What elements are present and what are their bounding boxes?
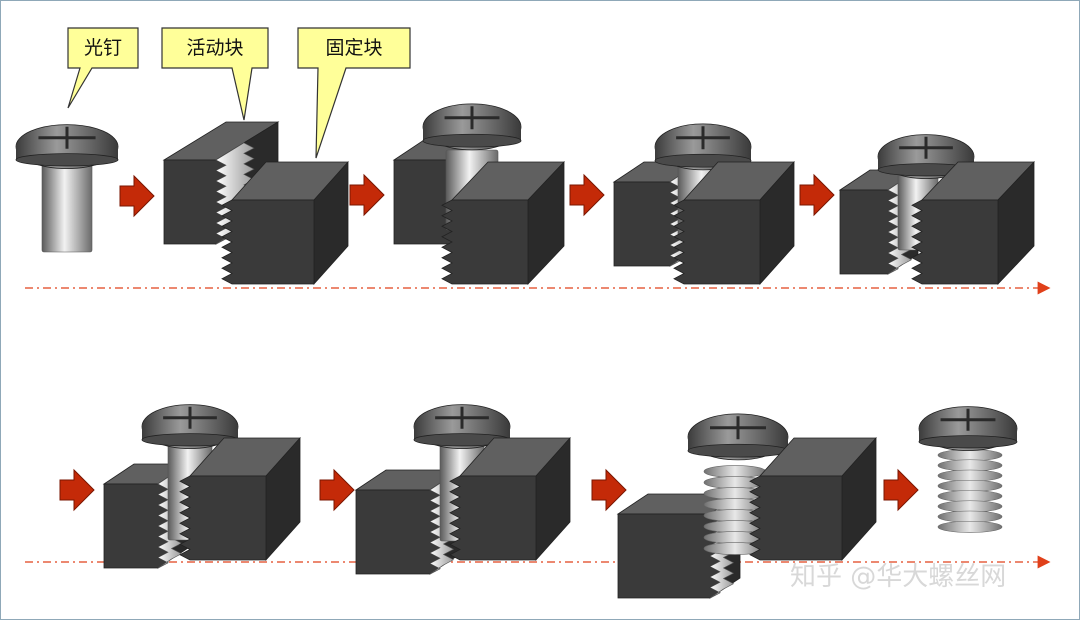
step8-threads-ring [703,465,767,478]
step3-screw-head [422,103,522,151]
step7-screw-head-cross-recess [435,406,489,429]
step8-screw-head-base [687,443,789,458]
step5-screw-head-cross-recess [899,136,953,159]
step1-shaft [41,159,93,253]
step7-moving-block-front [355,489,441,575]
arrow-5 [59,468,95,512]
step8-screw-head-cross-recess [710,416,766,440]
step5-fixed-block-front [911,199,999,285]
step3-screw-head-cross-recess [444,106,500,130]
step7-fixed-block-front [449,475,537,561]
step9-screw-head-cross-recess [940,408,996,431]
callout-screw-label: 光钉 [84,37,122,59]
step9-threads-ring [937,510,1003,523]
callout-moving-block-label: 活动块 [186,37,243,59]
arrow-7 [591,468,627,512]
arrow-4 [799,173,835,217]
step3-fixed-block-front [441,199,529,285]
step9-threads-ring [937,449,1003,462]
step9-threads-ring [937,500,1003,513]
step9-threads-ring [937,469,1003,482]
callout-screw: 光钉 [67,27,139,109]
step7-screw-head [413,404,511,450]
arrow-1 [119,174,155,218]
step6-screw-head-cross-recess [163,406,217,429]
step8-threads [703,465,767,555]
process-steps [15,103,1035,599]
step9-threads [937,449,1003,533]
step4-fixed-block-front [673,199,761,285]
step6-fixed-block [179,436,301,562]
step1-screw-head-cross-recess [38,126,96,149]
arrow-3 [569,173,605,217]
step4-fixed-block [673,160,795,286]
step9-threads-ring [937,479,1003,492]
callout-fixed-block-label: 固定块 [325,37,382,59]
step8-screw-head [687,413,789,461]
step3-screw-head-base [422,133,522,148]
step9-screw-head [918,406,1018,452]
callout-moving-block: 活动块 [161,27,269,121]
step4-screw-head-cross-recess [676,126,730,150]
step6-screw-head [141,404,239,450]
step9-threads-ring [937,459,1003,472]
step5-screw-head [877,134,975,180]
watermark: 知乎 @华大螺丝网 [790,562,1006,592]
step8-fixed-block-front [749,475,843,561]
step2-fixed-block-front [221,199,315,285]
step1-screw-head-base [15,153,119,167]
arrow-6 [319,468,355,512]
arrow-8 [883,468,919,512]
step9-threads-ring [937,520,1003,533]
step6-fixed-block-front [179,475,267,561]
step5-fixed-block [911,160,1035,286]
callout-fixed-block: 固定块 [297,27,411,159]
step1-screw-head [15,124,119,170]
step8-fixed-block [749,436,877,562]
step9-threads-ring [937,490,1003,503]
step2-fixed-block [221,160,349,286]
step9-screw-head-base [918,435,1018,449]
step3-fixed-block [441,160,565,286]
step7-fixed-block [449,436,571,562]
arrow-2 [349,173,385,217]
step4-screw-head [654,123,752,171]
